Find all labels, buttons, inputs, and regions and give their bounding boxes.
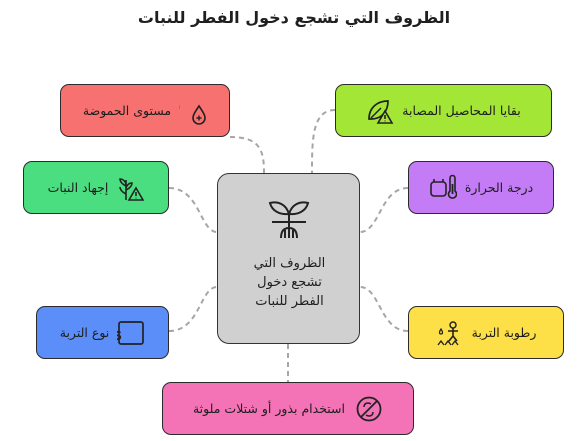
central-topic-line-3: الفطر للنبات [255, 294, 324, 309]
node-soil-moisture[interactable]: رطوبة التربة [408, 306, 564, 359]
connector-acidity [229, 136, 265, 174]
diagram-title: الظروف التي تشجع دخول الفطر للنبات [137, 8, 451, 27]
node-plant-stress-label: إجهاد النبات [47, 180, 109, 195]
node-acidity-label: مستوى الحموضة [82, 103, 172, 118]
connector-soil-moisture [359, 286, 409, 332]
connector-plant-stress [168, 187, 218, 233]
node-soil-type[interactable]: TS نوع التربة [36, 306, 169, 359]
node-soil-moisture-label: رطوبة التربة [471, 325, 537, 340]
svg-text:TS: TS [117, 329, 122, 343]
central-topic-label: الظروف التي تشجع دخول الفطر للنبات [218, 254, 361, 311]
thermometer-icon [430, 174, 457, 199]
node-temperature-label: درجة الحرارة [464, 180, 534, 195]
node-contaminated-seeds[interactable]: استخدام بذور أو شتلات ملوثة [162, 382, 414, 435]
connector-soil-type [168, 286, 218, 332]
node-soil-type-label: نوع التربة [59, 325, 110, 340]
node-acidity[interactable]: Rh مستوى الحموضة [60, 84, 230, 137]
node-crop-residue[interactable]: بقايا المحاصيل المصابة [335, 84, 552, 137]
soil-moisture-icon [437, 320, 459, 345]
soil-type-icon: TS [117, 320, 145, 345]
node-contaminated-seeds-label: استخدام بذور أو شتلات ملوثة [192, 401, 346, 416]
svg-text:Rh: Rh [179, 101, 180, 112]
node-crop-residue-label: بقايا المحاصيل المصابة [402, 103, 521, 118]
no-contaminated-seed-icon [356, 396, 382, 421]
central-topic-node[interactable]: الظروف التي تشجع دخول الفطر للنبات [217, 173, 360, 344]
connector-crop-residue [311, 109, 336, 174]
sprout-icon [268, 201, 310, 239]
node-temperature[interactable]: درجة الحرارة [408, 161, 554, 214]
infected-leaf-icon [368, 99, 394, 124]
central-topic-line-1: الظروف التي [253, 256, 326, 271]
stressed-plant-icon [119, 177, 145, 201]
central-topic-line-2: تشجع دخول [257, 275, 322, 290]
connector-temperature [359, 187, 409, 233]
node-plant-stress[interactable]: إجهاد النبات [23, 161, 169, 214]
ph-icon: Rh [179, 101, 206, 125]
